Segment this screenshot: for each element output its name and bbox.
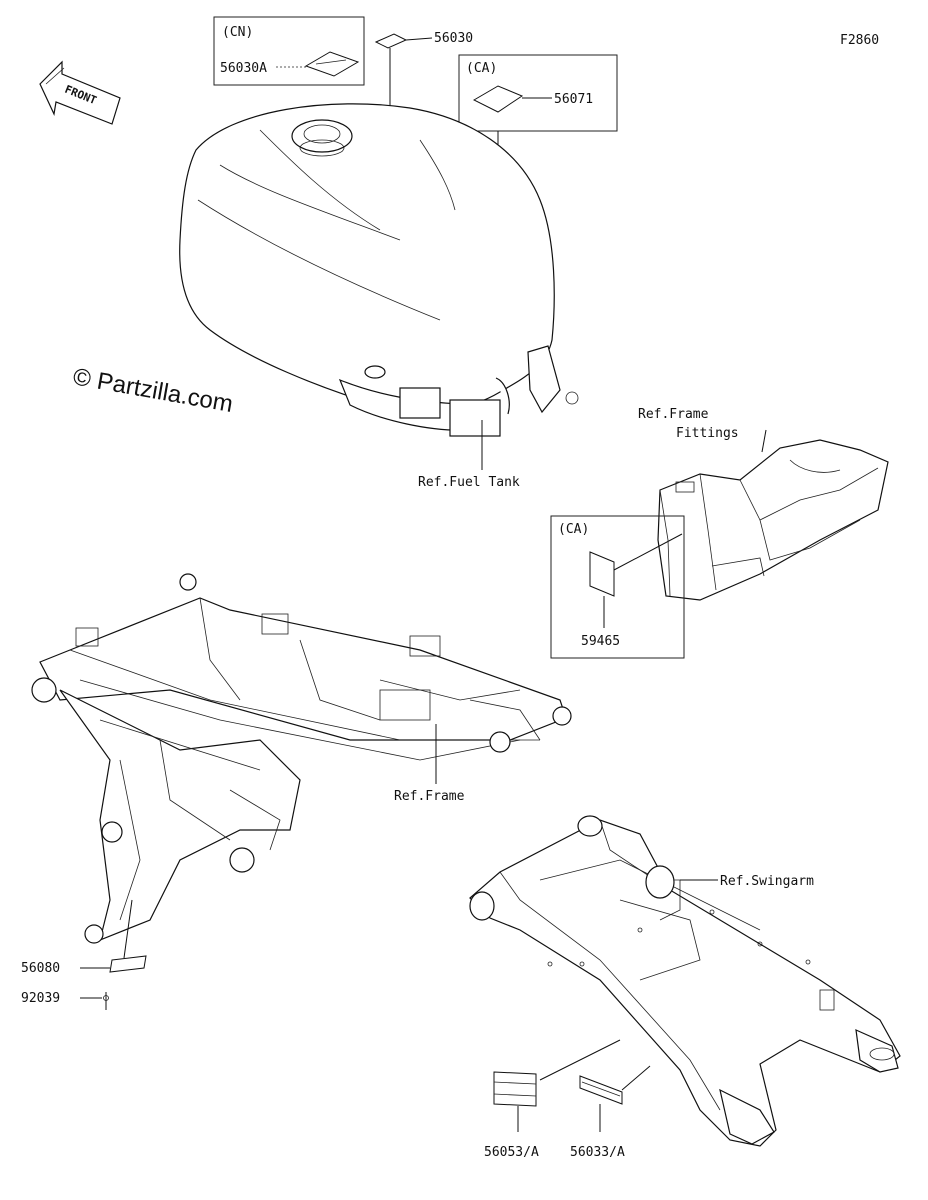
ref-frame-fittings-line1: Ref.Frame (638, 407, 709, 422)
label-56071 (472, 85, 524, 113)
label-56030A (304, 51, 360, 77)
frame-fittings: Ref.Frame Fittings (638, 407, 889, 601)
rivet-92039: 92039 (21, 991, 109, 1010)
label-56080: 56080 (21, 899, 147, 976)
front-arrow-icon: FRONT (39, 60, 121, 125)
ca-tank-region-label: (CA) (466, 61, 497, 76)
frame: Ref.Frame (31, 573, 572, 944)
ca-fittings-region-label: (CA) (558, 522, 589, 537)
ref-frame: Ref.Frame (394, 789, 465, 804)
cn-region-label: (CN) (222, 25, 253, 40)
swingarm: Ref.Swingarm (469, 815, 901, 1147)
callout-56030: 56030 (434, 31, 473, 46)
callout-92039: 92039 (21, 991, 60, 1006)
label-56033A: 56033/A (570, 1065, 651, 1160)
ca-fittings-box: (CA) 59465 (550, 515, 685, 659)
ca-tank-part-number: 56071 (554, 92, 593, 107)
cn-box: (CN) 56030A (213, 16, 365, 86)
callout-56080: 56080 (21, 961, 60, 976)
ca-fittings-part-number: 59465 (581, 634, 620, 649)
label-56053A: 56053/A (484, 1039, 621, 1160)
ref-swingarm: Ref.Swingarm (720, 874, 814, 889)
fuel-tank: Ref.Fuel Tank (179, 103, 579, 490)
label-59465 (589, 551, 615, 597)
ref-frame-fittings-line2: Fittings (676, 426, 739, 441)
figure-code: F2860 (840, 33, 879, 48)
watermark: © Partzilla.com (71, 363, 235, 418)
callout-56033A: 56033/A (570, 1145, 625, 1160)
cn-part-number: 56030A (220, 61, 267, 76)
callout-56053A: 56053/A (484, 1145, 539, 1160)
ref-fuel-tank: Ref.Fuel Tank (418, 475, 520, 490)
label-56030: 56030 (374, 31, 473, 180)
